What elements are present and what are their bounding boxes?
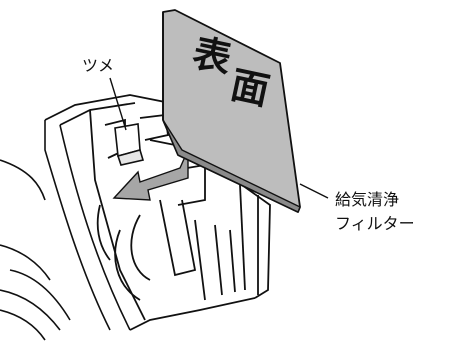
- face-mark-front: 表: [188, 30, 236, 82]
- insert-arrow: [112, 149, 189, 201]
- tab-claw: [114, 123, 145, 166]
- filter-label-line2: フィルター: [335, 214, 415, 233]
- duct-body: [0, 120, 131, 341]
- tab-leader-line: [109, 77, 127, 131]
- filter-panel: [162, 9, 301, 213]
- tab-label: ツメ: [82, 56, 115, 75]
- filter-leader-line: [299, 183, 329, 199]
- face-mark-side: 面: [226, 62, 274, 114]
- filter-label-line1: 給気清浄: [335, 190, 400, 209]
